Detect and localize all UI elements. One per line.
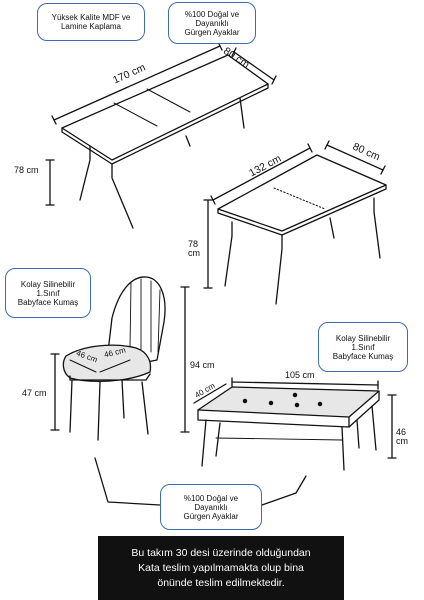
callout-chair-fabric-line2: 1.Sınıf — [36, 288, 60, 298]
dim-chair-seat-height: 47 cm — [22, 388, 47, 398]
callout-mdf-line2: Lamine Kaplama — [60, 22, 122, 31]
table-closed — [203, 140, 387, 305]
chair — [50, 276, 190, 441]
delivery-notice-line3: önünde teslim edilmektedir. — [157, 576, 285, 589]
delivery-notice-line1: Bu takım 30 desi üzerinde olduğundan — [131, 546, 311, 559]
callout-legs-bottom: %100 Doğal ve Dayanıklı Gürgen Ayaklar — [160, 484, 262, 530]
dim-table2-height: 78 cm — [188, 239, 200, 258]
callout-bench-fabric-line3: Babyface Kumaş — [332, 351, 394, 361]
delivery-notice-line2: Kata teslim yapılmamakta olup bina — [138, 561, 304, 574]
callout-legs-top-line2: Dayanıklı — [195, 18, 229, 28]
bench — [193, 377, 397, 471]
callout-legs-bottom-line1: %100 Doğal ve — [183, 493, 239, 503]
callout-legs-top-line1: %100 Doğal ve — [184, 9, 240, 19]
callout-legs-bottom-line3: Gürgen Ayaklar — [183, 511, 239, 521]
callout-mdf: Yüksek Kalite MDF ve Lamine Kaplama — [37, 3, 145, 41]
delivery-notice: Bu takım 30 desi üzerinde olduğundan Kat… — [98, 536, 344, 600]
dim-table1-height: 78 cm — [14, 165, 39, 175]
callout-chair-fabric-line3: Babyface Kumaş — [17, 297, 79, 307]
dim-bench-height: 46 cm — [396, 427, 408, 446]
callout-bench-fabric-line2: 1.Sınıf — [351, 342, 375, 352]
callout-legs-bottom-line2: Dayanıklı — [194, 502, 228, 512]
dim-bench-length: 105 cm — [285, 370, 315, 380]
callout-legs-top: %100 Doğal ve Dayanıklı Gürgen Ayaklar — [168, 2, 256, 44]
callout-chair-fabric-line1: Kolay Silinebilir — [20, 279, 76, 289]
callout-bench-fabric: Kolay Silinebilir 1.Sınıf Babyface Kumaş — [318, 322, 408, 372]
callout-bench-fabric-line1: Kolay Silinebilir — [335, 333, 391, 343]
callout-mdf-line1: Yüksek Kalite MDF ve — [51, 13, 131, 22]
dim-chair-height: 94 cm — [190, 360, 215, 370]
callout-legs-top-line3: Gürgen Ayaklar — [184, 27, 240, 37]
callout-chair-fabric: Kolay Silinebilir 1.Sınıf Babyface Kumaş — [5, 268, 91, 318]
